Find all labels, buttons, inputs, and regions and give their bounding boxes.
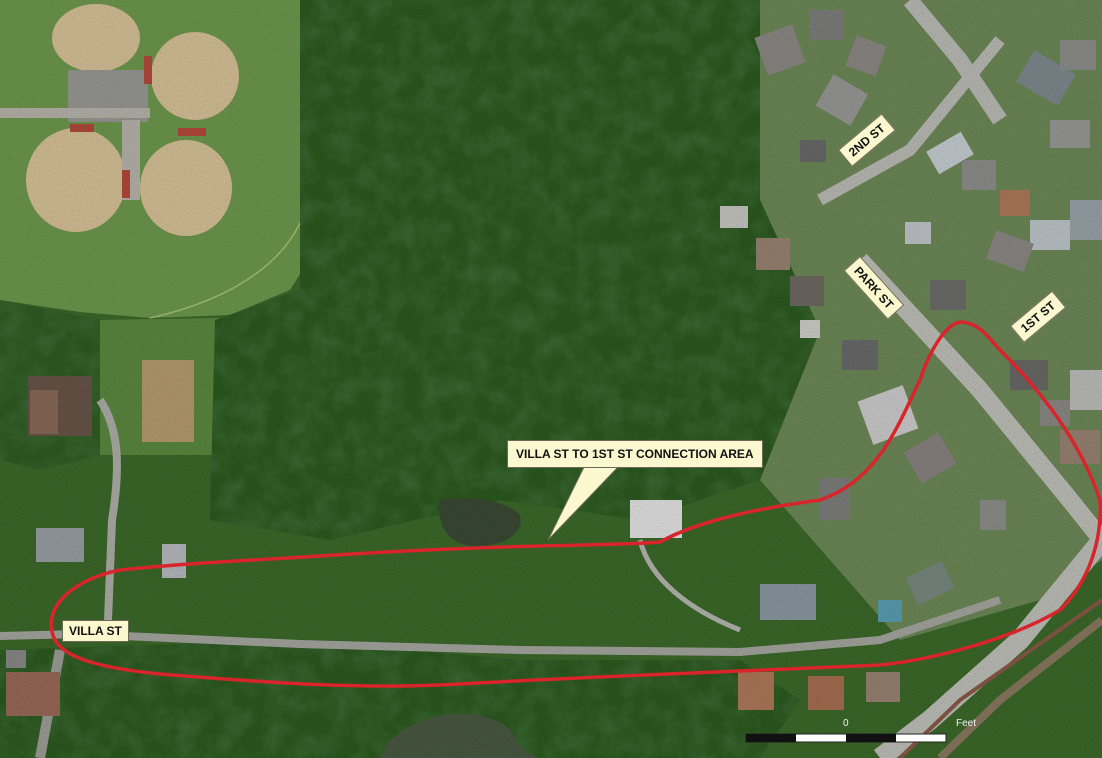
label-connection-area: VILLA ST TO 1ST ST CONNECTION AREA [507, 440, 763, 468]
scale-zero-label: 0 [843, 718, 849, 729]
label-villa-st: VILLA ST [62, 620, 129, 642]
scale-bar [745, 733, 947, 743]
project-boundary-outline [49, 320, 1102, 688]
scale-unit-label: Feet [956, 718, 977, 729]
